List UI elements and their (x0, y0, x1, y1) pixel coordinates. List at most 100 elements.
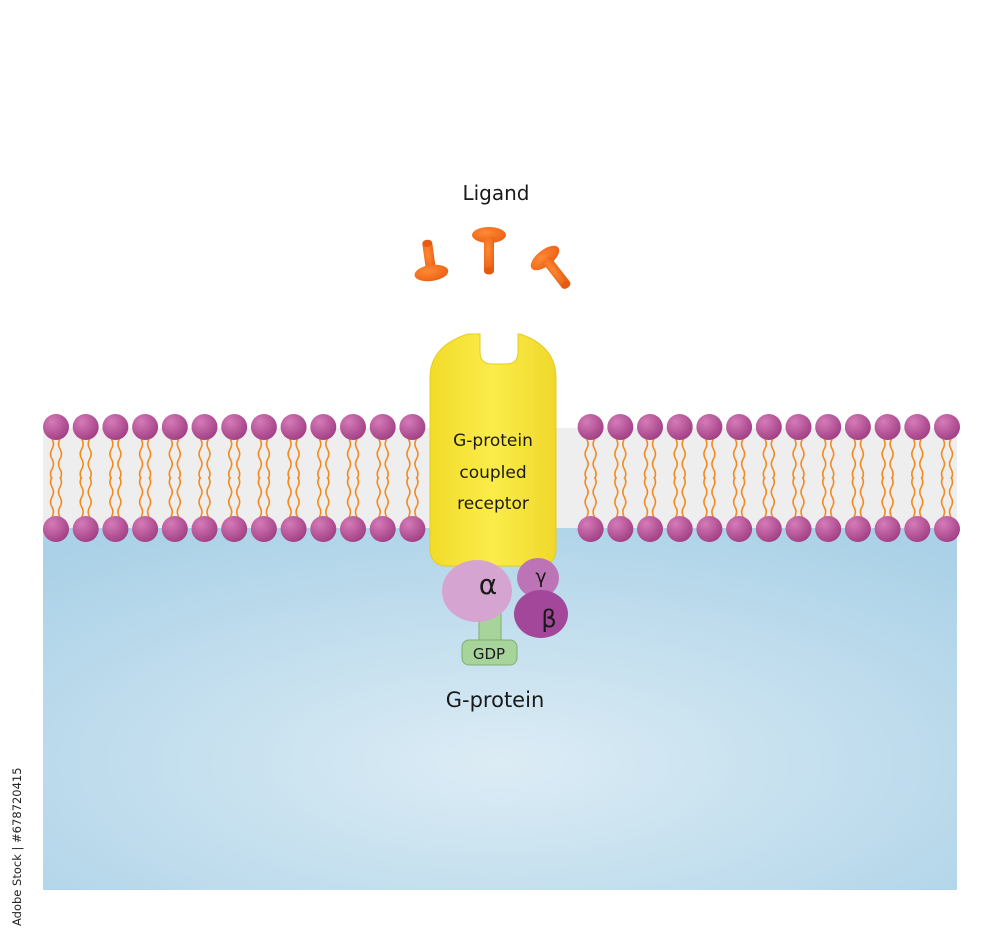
lipid-head (340, 414, 366, 440)
lipid-tail (800, 476, 805, 518)
lipid-tail (740, 438, 746, 480)
lipid-tail (919, 438, 924, 480)
lipid-tail (265, 476, 271, 518)
lipid-tail (295, 438, 300, 480)
lipid-tail (881, 476, 886, 518)
lipid-head (161, 414, 188, 440)
lipid-head (696, 516, 723, 542)
lipid-tail (762, 438, 768, 480)
lipid-tail (317, 476, 322, 518)
ligand-molecule-2 (472, 227, 506, 275)
lipid-tail (146, 438, 152, 480)
lipid-tail (732, 438, 738, 480)
lipid-tail (919, 476, 924, 518)
lipid-tail (79, 476, 84, 518)
lipid-head (577, 414, 604, 440)
gdp-block (461, 639, 518, 666)
lipid-head (132, 516, 159, 542)
lipid-head (43, 516, 69, 542)
lipid-tail (227, 438, 233, 480)
lipid-tail (711, 476, 716, 518)
lipid-head (755, 516, 782, 542)
lipid-head (161, 516, 188, 542)
lipid-tail (206, 438, 211, 480)
receptor-label-line3: receptor (457, 494, 529, 514)
lipid-tail (770, 438, 776, 480)
lipid-head (696, 414, 723, 440)
lipid-head (874, 516, 901, 542)
lipid-head (191, 516, 218, 542)
alpha-label: α (479, 568, 497, 601)
lipid-tail (859, 438, 865, 480)
lipid-tail (792, 476, 797, 518)
alpha-subunit (442, 560, 512, 622)
lipid-head (637, 516, 663, 542)
lipid-tail (622, 438, 627, 480)
lipid-tail (881, 438, 886, 480)
lipid-head (310, 414, 337, 440)
lipid-tail (643, 476, 649, 518)
lipid-tail (176, 438, 182, 480)
lipid-tail (770, 476, 776, 518)
lipid-tail (821, 438, 827, 480)
lipid-tail (592, 438, 597, 480)
lipid-tail (406, 438, 411, 480)
lipid-tail (146, 476, 152, 518)
lipid-tail (681, 476, 686, 518)
lipid-tail (227, 476, 233, 518)
lipid-tail (762, 476, 768, 518)
lipid-head (577, 516, 604, 542)
lipid-tail (740, 476, 746, 518)
lipid-head (844, 516, 871, 542)
lipid-head (250, 414, 277, 440)
lipid-tail (325, 476, 330, 518)
lipid-tail (109, 438, 114, 480)
lipid-tail (198, 476, 203, 518)
lipid-tail (851, 476, 857, 518)
lipid-head (755, 414, 782, 440)
lipid-head (340, 516, 366, 542)
lipid-head (102, 516, 129, 542)
lipid-head (399, 516, 426, 542)
lipid-tail (109, 476, 114, 518)
lipid-tail (821, 476, 827, 518)
lipid-tail (384, 476, 389, 518)
lipid-tail (235, 476, 241, 518)
lipid-tail (354, 438, 360, 480)
lipid-head (132, 414, 159, 440)
lipid-tails (49, 438, 954, 518)
lipid-tail (829, 438, 835, 480)
lipid-tail (287, 476, 292, 518)
lipid-head (72, 516, 99, 542)
lipid-tail (948, 438, 954, 480)
lipid-tail (57, 476, 63, 518)
lipid-head (607, 414, 634, 440)
lipid-tail (176, 476, 182, 518)
lipid-tail (584, 476, 589, 518)
lipid-heads (43, 414, 960, 542)
lipid-tail (414, 438, 419, 480)
beta-subunit (514, 590, 568, 638)
lipid-tail (703, 476, 708, 518)
lipid-tail (703, 438, 708, 480)
lipid-tail (49, 476, 55, 518)
lipid-head (785, 414, 812, 440)
lipid-head (369, 414, 396, 440)
gamma-label: γ (535, 566, 546, 588)
lipid-head (72, 414, 99, 440)
lipid-tail (681, 438, 686, 480)
lipid-tail (117, 438, 122, 480)
lipid-tail (622, 476, 627, 518)
lipid-tail (406, 476, 411, 518)
lipid-tail (889, 476, 894, 518)
lipid-tail (829, 476, 835, 518)
lipid-tail (87, 438, 92, 480)
lipid-tail (295, 476, 300, 518)
lipid-tail (168, 438, 174, 480)
lipid-tail (948, 476, 954, 518)
lipid-tail (354, 476, 360, 518)
lipid-head (815, 516, 842, 542)
gpcr-receptor (429, 333, 557, 567)
lipid-tail (940, 438, 946, 480)
lipid-head (399, 414, 426, 440)
